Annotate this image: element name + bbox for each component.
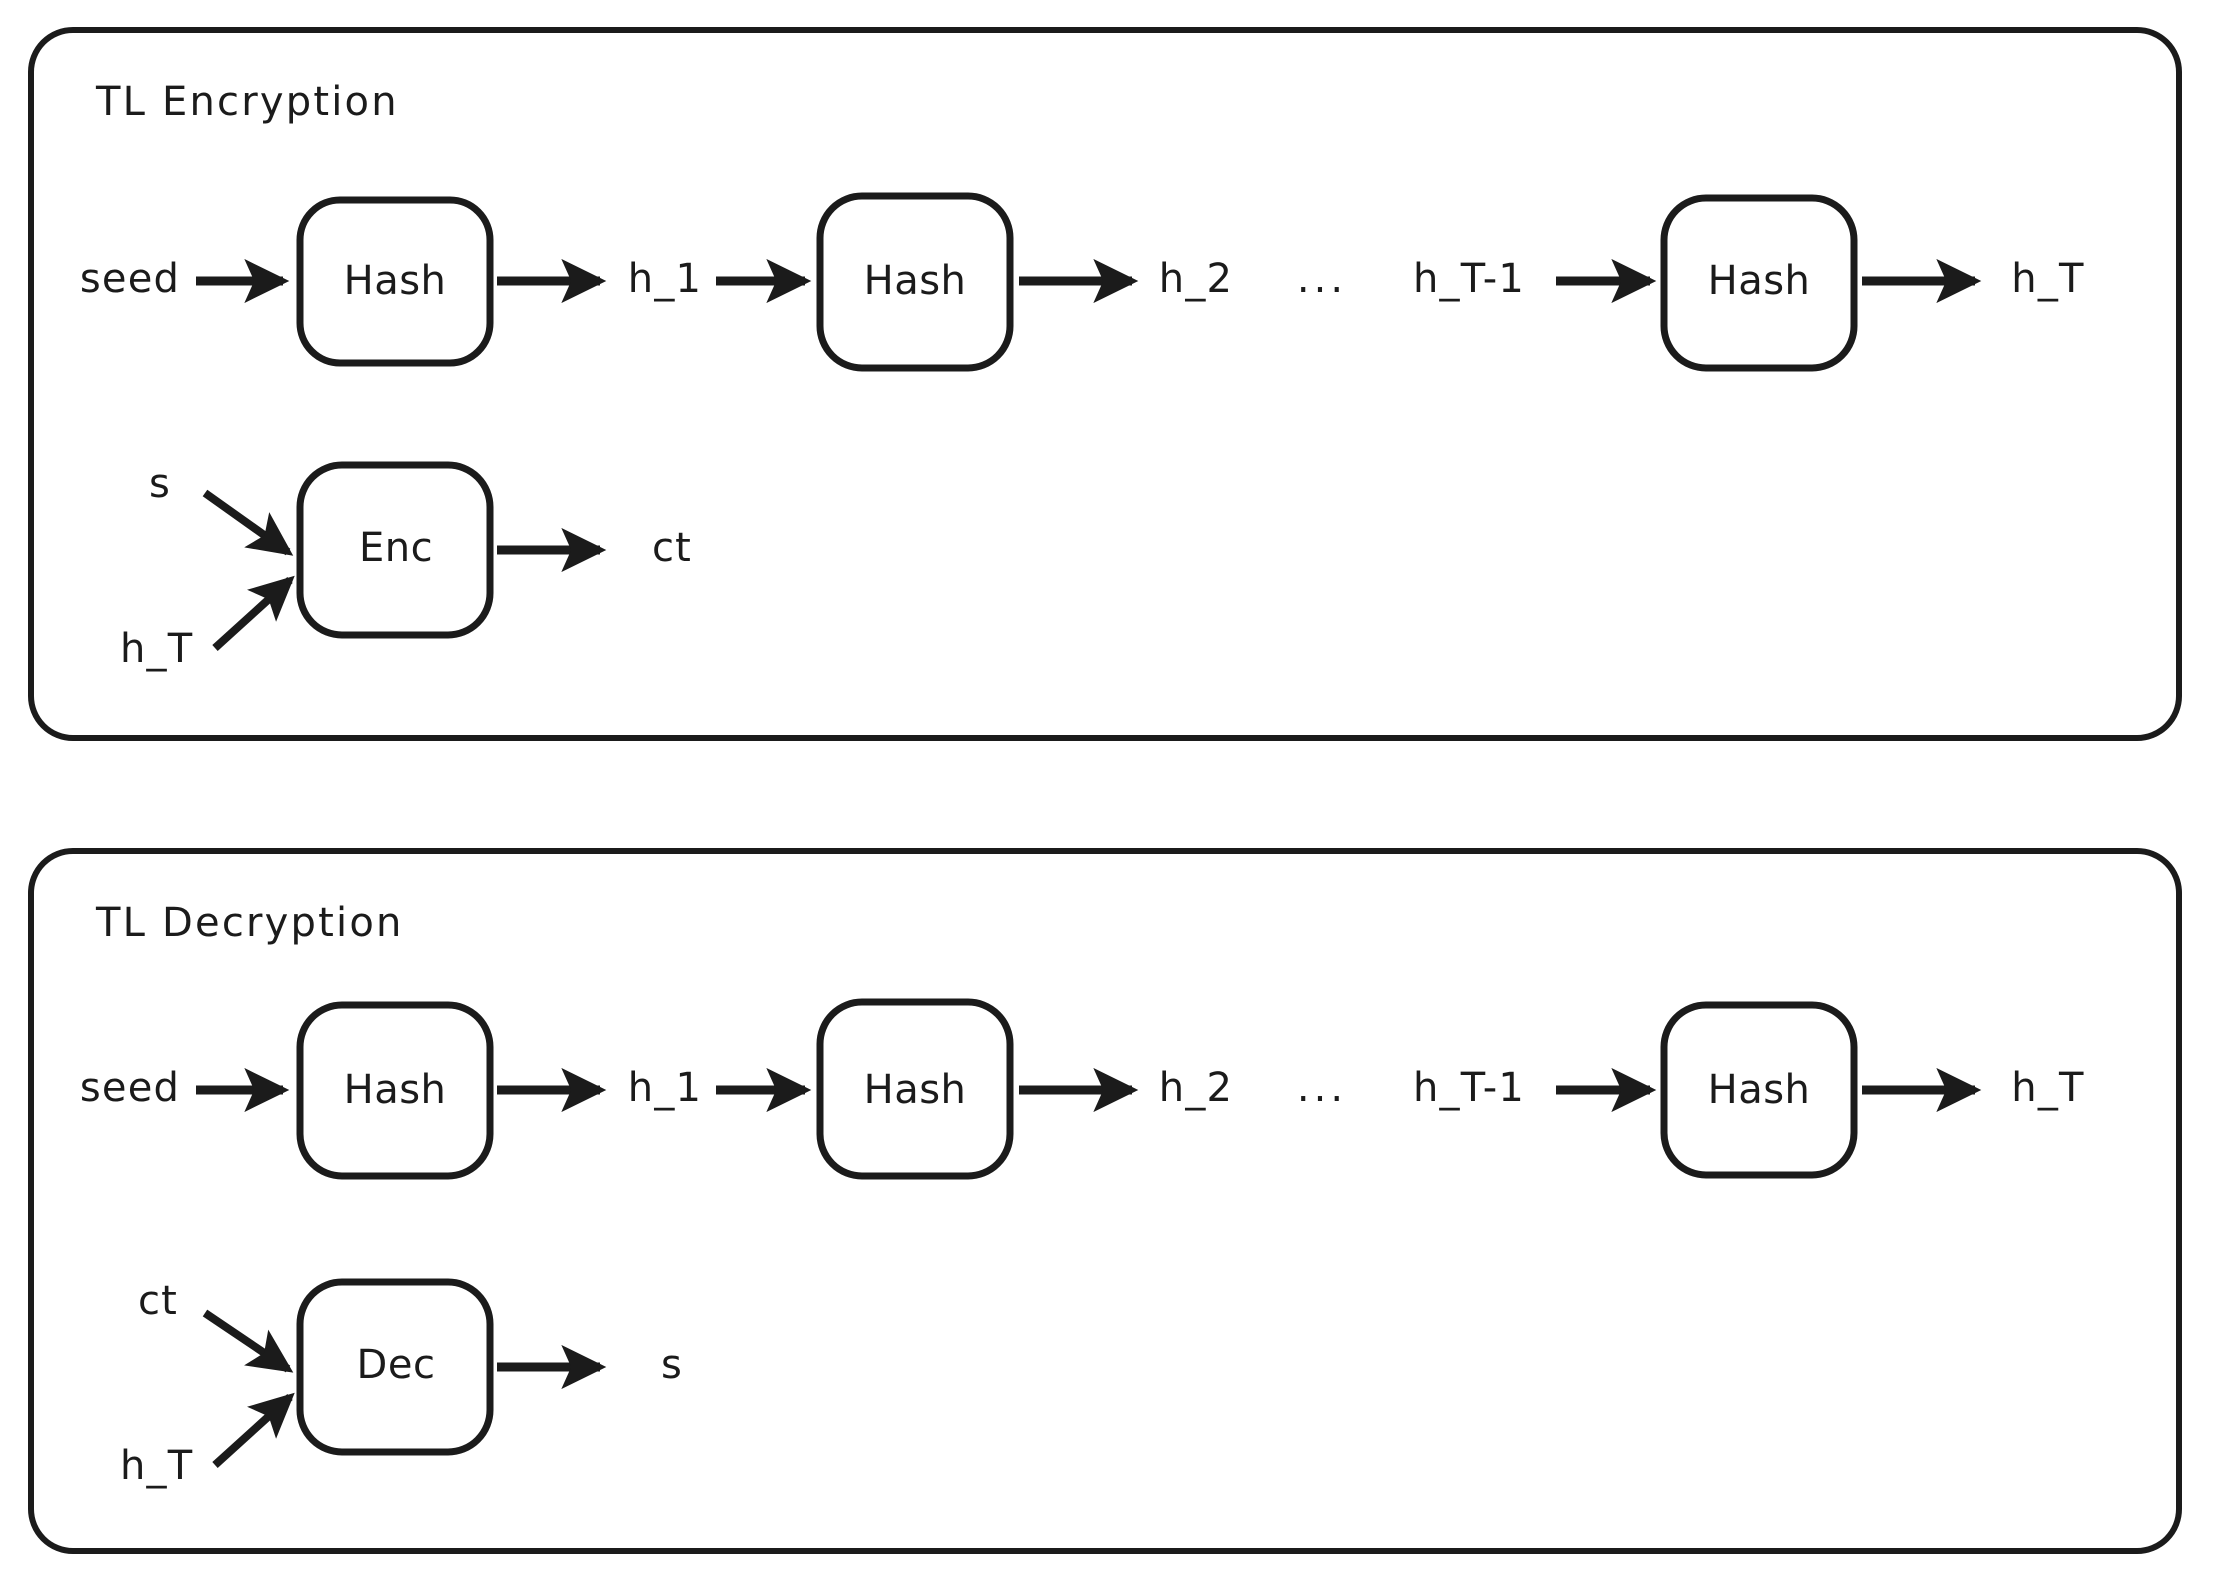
enc-chain-label-hT-1: h_T-1: [1413, 256, 1525, 302]
enc-chain-output-label: h_T: [2011, 256, 2084, 302]
dec-chain-output-label: h_T: [2011, 1065, 2084, 1111]
panel-title-decryption: TL Decryption: [95, 900, 404, 946]
enc-chain-input-label: seed: [80, 256, 180, 302]
panel-title-encryption: TL Encryption: [95, 79, 399, 125]
enc-input-label-hT: h_T: [120, 626, 193, 672]
dec-input-label-ct: ct: [138, 1278, 178, 1324]
dec-node-label: Dec: [357, 1342, 436, 1388]
enc-hash-node-3-label: Hash: [1708, 258, 1811, 304]
panel-tl-decryption: TL Decryption seed Hash h_1 Hash h_2 ...…: [28, 848, 2182, 1554]
dec-hash-node-2: [816, 998, 1014, 1180]
dec-chain-label-hT-1: h_T-1: [1413, 1065, 1525, 1111]
enc-arrow-s-to-enc: [202, 489, 294, 556]
dec-hash-node-1-label: Hash: [344, 1067, 447, 1113]
dec-arrow-hT-to-dec: [212, 1392, 295, 1468]
dec-chain-label-h2: h_2: [1159, 1065, 1233, 1111]
dec-arrow-ct-to-dec: [202, 1309, 294, 1373]
enc-hash-node-3: [1660, 194, 1858, 372]
dec-hash-node-2-label: Hash: [864, 1067, 967, 1113]
dec-node: [296, 1278, 494, 1456]
dec-output-label-s: s: [661, 1342, 683, 1388]
dec-input-label-hT: h_T: [120, 1443, 193, 1489]
panel-tl-encryption: TL Encryption seed Hash h_1 Hash h_2 ...…: [28, 27, 2182, 741]
dec-hash-node-3-label: Hash: [1708, 1067, 1811, 1113]
dec-chain-ellipsis: ...: [1297, 1065, 1347, 1111]
dec-hash-node-3: [1660, 1001, 1858, 1179]
enc-input-label-s: s: [149, 461, 171, 507]
enc-hash-node-1-label: Hash: [344, 258, 447, 304]
enc-node-label: Enc: [359, 525, 433, 571]
enc-chain-label-h1: h_1: [628, 256, 702, 302]
enc-output-label-ct: ct: [652, 525, 692, 571]
enc-node: [296, 461, 494, 639]
dec-hash-node-1: [296, 1001, 494, 1180]
enc-hash-node-2-label: Hash: [864, 258, 967, 304]
enc-chain-label-h2: h_2: [1159, 256, 1233, 302]
enc-hash-node-1: [296, 196, 494, 367]
enc-chain-ellipsis: ...: [1297, 256, 1347, 302]
enc-hash-node-2: [816, 192, 1014, 372]
enc-arrow-hT-to-enc: [212, 575, 295, 651]
dec-chain-label-h1: h_1: [628, 1065, 702, 1111]
dec-chain-input-label: seed: [80, 1065, 180, 1111]
